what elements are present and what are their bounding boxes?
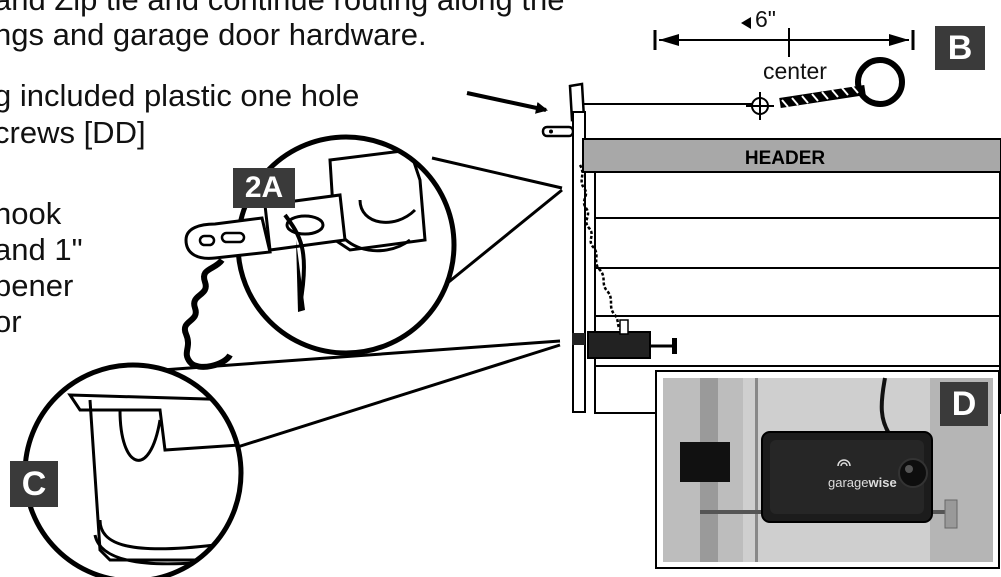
- mounting-bracket: [184, 216, 272, 260]
- dimension-line: [653, 17, 915, 57]
- callout-line-c-bottom: [227, 343, 561, 452]
- coiled-cord: [578, 164, 622, 331]
- instruction-line-4: crews [DD]: [0, 115, 146, 150]
- dimension-value: 6": [755, 6, 776, 32]
- center-label: center: [763, 58, 827, 84]
- coiled-cord-detail: [181, 258, 233, 370]
- callout-line-2a-bottom: [444, 188, 563, 287]
- brand-logo: garagewise: [828, 475, 897, 490]
- instruction-line-7: pener: [0, 268, 74, 303]
- instruction-line-3: g included plastic one hole: [0, 78, 360, 113]
- instruction-line-2: ngs and garage door hardware.: [0, 17, 427, 52]
- instruction-line-8: or: [0, 304, 22, 339]
- device-photo: garagewise: [655, 370, 1000, 569]
- badge-c: C: [10, 461, 58, 507]
- callout-line-2a-top: [431, 156, 563, 190]
- top-bracket: [541, 82, 586, 138]
- header-label: HEADER: [745, 148, 826, 169]
- badge-d: D: [940, 382, 988, 426]
- callout-line-c-top: [161, 339, 561, 372]
- badge-b: B: [935, 26, 985, 70]
- sensor-device: [572, 319, 677, 359]
- instruction-line-5: hook: [0, 196, 62, 231]
- instruction-line-6: and 1": [0, 232, 83, 267]
- badge-2a: 2A: [233, 168, 295, 208]
- screw-hook-icon: [779, 57, 905, 108]
- instruction-line-1: and Zip tie and continue routing along t…: [0, 0, 564, 18]
- pointer-arrow: [466, 91, 548, 114]
- header-bar: [582, 138, 1001, 173]
- crosshair-icon: [746, 92, 774, 120]
